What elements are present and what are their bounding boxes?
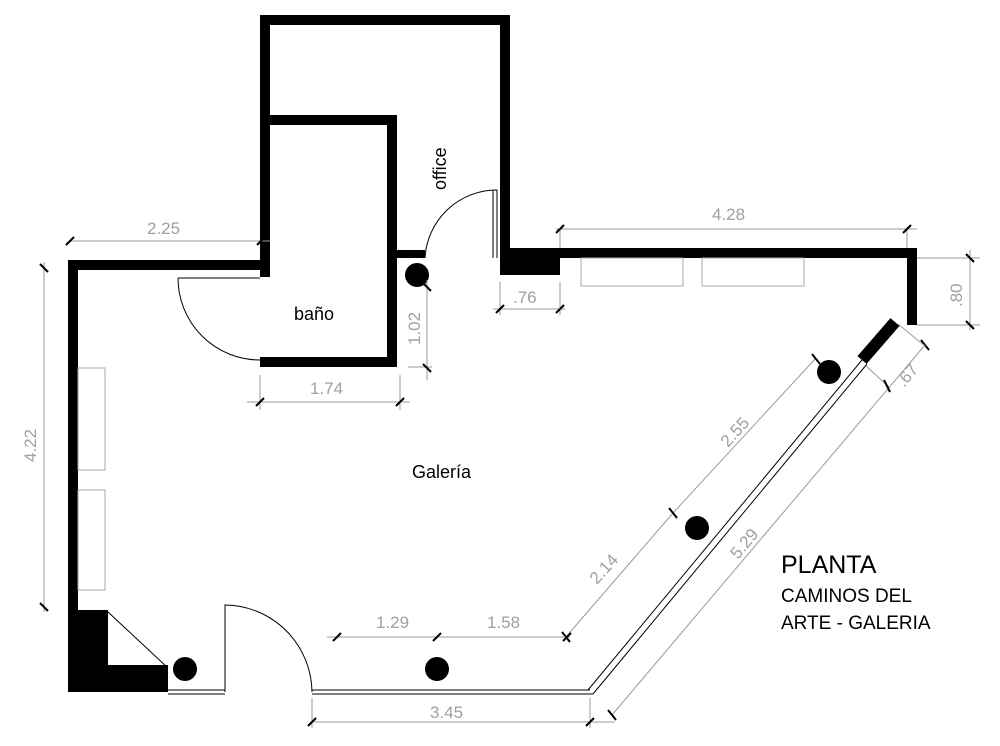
column — [173, 657, 197, 681]
room-galeria-label: Galería — [412, 462, 472, 482]
dim-left-wall: 4.22 — [21, 429, 40, 462]
plan-subtitle-1: CAMINOS DEL — [781, 586, 912, 607]
dim-top-left: 2.25 — [147, 219, 180, 238]
column — [425, 657, 449, 681]
dim-office-door: .76 — [513, 288, 537, 307]
dim-bano-bottom: 1.74 — [310, 379, 343, 398]
dimension-lines — [39, 224, 980, 728]
dim-top-right: 4.28 — [712, 205, 745, 224]
glass-walls — [107, 359, 868, 695]
plan-subtitle-2: ARTE - GALERIA — [781, 613, 931, 634]
walls — [68, 15, 917, 692]
column — [817, 360, 841, 384]
columns — [173, 263, 841, 681]
dim-bottom-total: 3.45 — [430, 703, 463, 722]
room-bano-label: baño — [294, 304, 334, 324]
dim-right-short: .80 — [947, 283, 966, 307]
dim-diag-door: .67 — [893, 360, 923, 390]
dim-diag-lower: 2.14 — [586, 550, 622, 587]
dim-bottom-b: 1.58 — [487, 613, 520, 632]
dim-bano-side: 1.02 — [405, 312, 424, 345]
doors — [177, 189, 498, 693]
room-office-label: office — [430, 147, 450, 190]
dim-diag-upper: 2.55 — [717, 413, 753, 450]
column — [405, 263, 429, 287]
display-panels — [77, 257, 805, 591]
column — [685, 516, 709, 540]
plan-title: PLANTA — [781, 551, 877, 579]
dim-bottom-a: 1.29 — [376, 613, 409, 632]
